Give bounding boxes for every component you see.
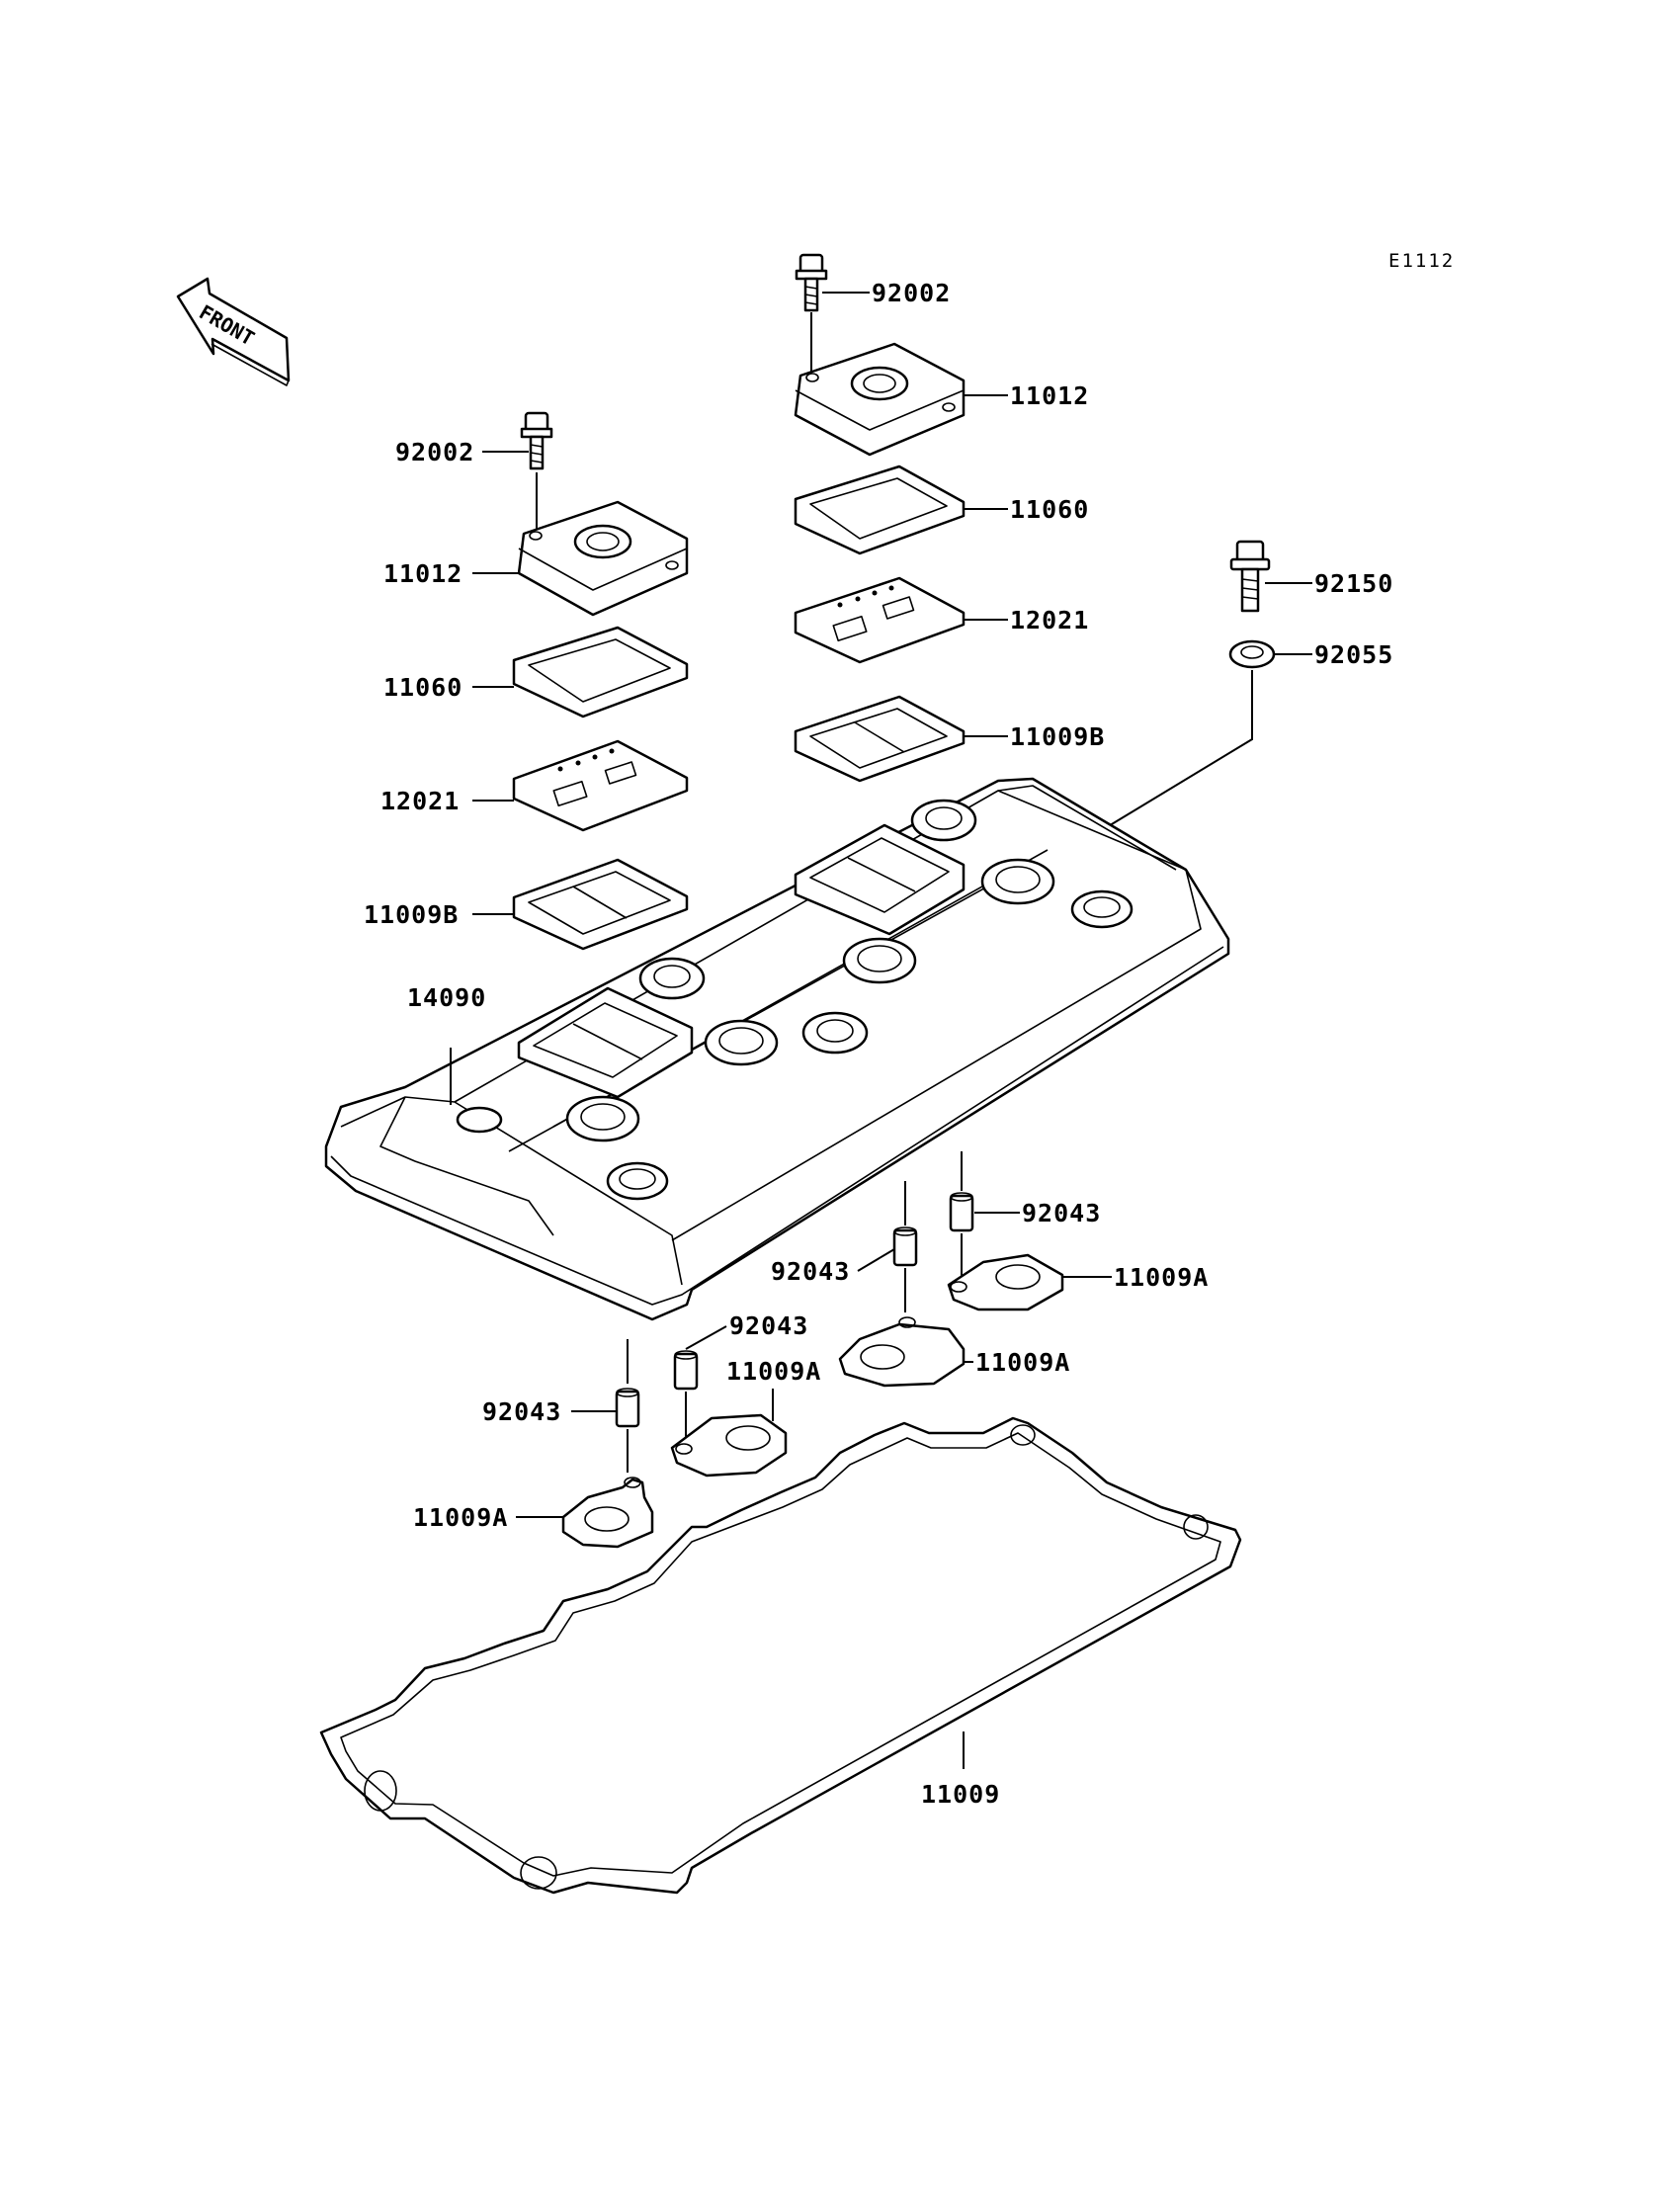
cap-left-icon (517, 500, 689, 617)
label-dowel-3: 92043 (729, 1311, 808, 1340)
valve-cover-icon (324, 777, 1230, 1321)
gasket-cap-left-icon (512, 626, 689, 718)
label-cap-left: 11012 (383, 559, 462, 588)
dowel-3-icon (673, 1350, 699, 1391)
label-gasket-plate-left: 11009B (364, 900, 459, 929)
gasket-cap-right-icon (794, 465, 966, 555)
plate-right-icon (794, 576, 966, 664)
label-head-gasket: 11009 (921, 1780, 1000, 1809)
label-dowel-2: 92043 (771, 1257, 850, 1286)
gasket-plate-right-icon (794, 695, 966, 783)
bolt-right-icon (795, 253, 828, 312)
label-plate-left: 12021 (380, 787, 460, 815)
bolt-left-icon (520, 411, 553, 470)
diagram-code: E1112 (1388, 250, 1455, 272)
dowel-4-icon (615, 1388, 640, 1428)
label-dowel-1: 92043 (1022, 1199, 1101, 1227)
label-oring-4: 11009A (413, 1503, 508, 1532)
plate-left-icon (512, 739, 689, 832)
label-dowel-4: 92043 (482, 1397, 561, 1426)
oring-2-icon (838, 1316, 966, 1388)
label-gasket-plate-right: 11009B (1010, 722, 1105, 751)
label-oring-3: 11009A (726, 1357, 821, 1386)
oring-3-icon (670, 1413, 788, 1478)
label-gasket-cap-left: 11060 (383, 673, 462, 702)
front-arrow-icon: FRONT (176, 277, 291, 386)
label-gasket-cap-right: 11060 (1010, 495, 1089, 524)
oring-4-icon (561, 1477, 654, 1549)
label-bolt-right: 92002 (872, 279, 951, 307)
label-oring-2: 11009A (975, 1348, 1070, 1377)
dowel-1-icon (949, 1192, 974, 1232)
dowel-2-icon (892, 1226, 918, 1267)
cap-right-icon (794, 342, 966, 457)
label-bolt-left: 92002 (395, 438, 474, 466)
label-cover: 14090 (407, 983, 486, 1012)
cover-washer-icon (1228, 639, 1276, 669)
cover-bolt-icon (1229, 540, 1271, 613)
label-plate-right: 12021 (1010, 606, 1089, 634)
label-oring-1: 11009A (1114, 1263, 1209, 1292)
head-gasket-icon (319, 1416, 1242, 1895)
label-cap-right: 11012 (1010, 381, 1089, 410)
label-bolt-cover: 92150 (1314, 569, 1393, 598)
gasket-plate-left-icon (512, 858, 689, 951)
label-washer-cover: 92055 (1314, 640, 1393, 669)
oring-1-icon (947, 1253, 1064, 1311)
